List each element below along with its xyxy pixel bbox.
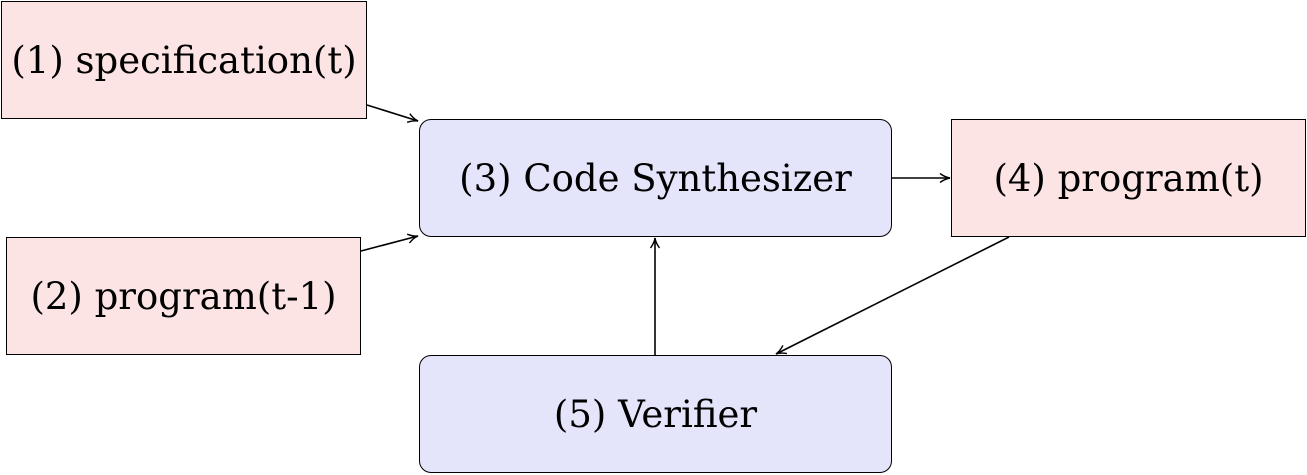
verifier-node: (5) Verifier: [419, 355, 892, 473]
previous-program-node: (2) program(t-1): [6, 237, 361, 355]
specification-node-label: (1) specification(t): [11, 38, 357, 82]
specification-node: (1) specification(t): [1, 1, 367, 119]
previous-program-node-label: (2) program(t-1): [30, 274, 337, 318]
edge-previous-program-to-synthesizer: [360, 233, 419, 252]
verifier-node-label: (5) Verifier: [553, 392, 758, 436]
code-synthesizer-node-label: (3) Code Synthesizer: [459, 156, 852, 200]
program-node: (4) program(t): [951, 119, 1306, 237]
program-node-label: (4) program(t): [993, 156, 1264, 200]
edge-program-to-verifier: [775, 236, 1010, 355]
code-synthesizer-node: (3) Code Synthesizer: [419, 119, 892, 237]
edge-specification-to-synthesizer: [366, 104, 419, 123]
